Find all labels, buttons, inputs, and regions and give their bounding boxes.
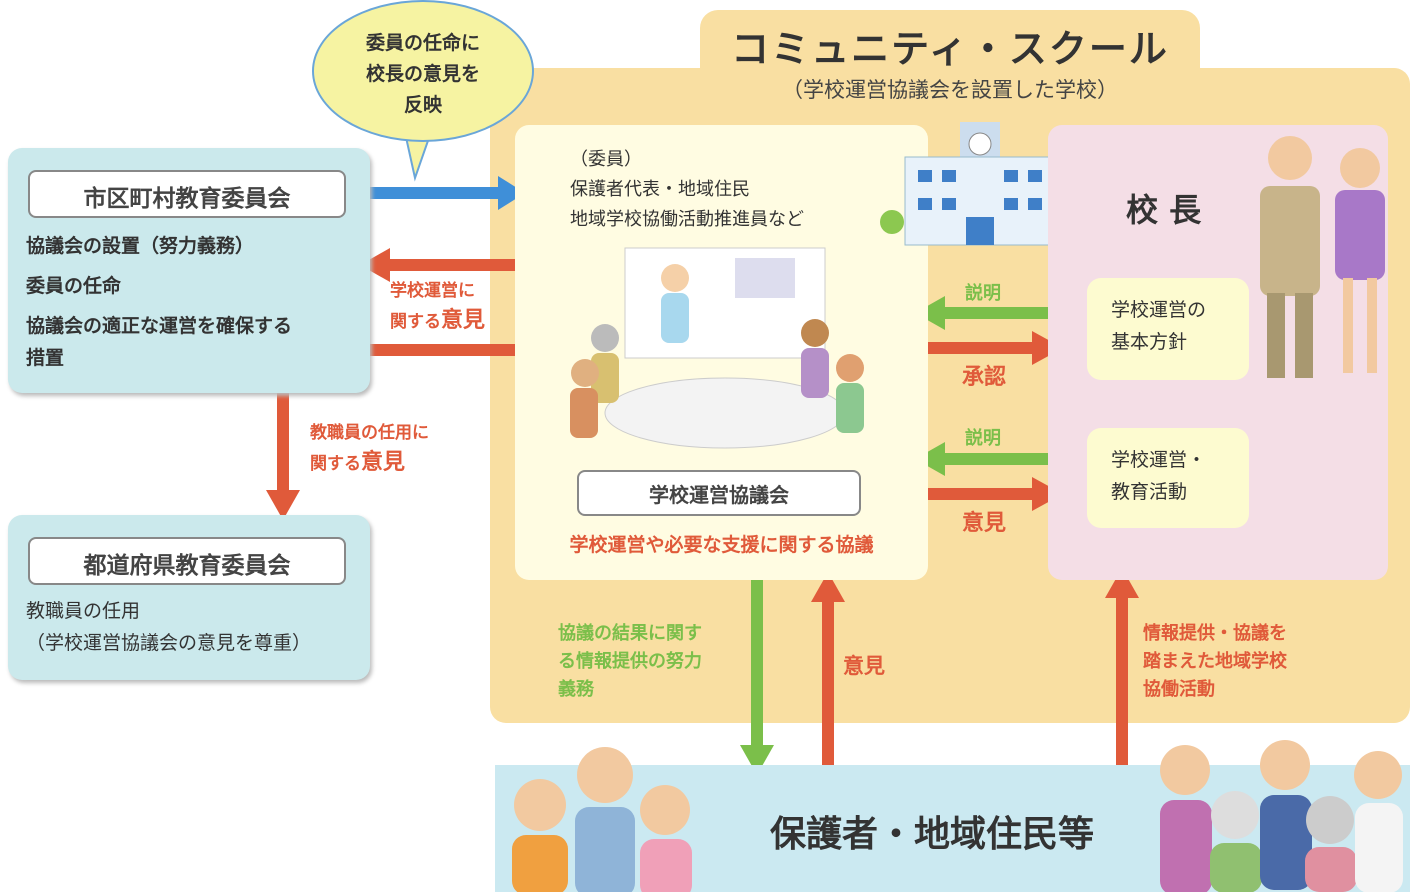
label-line: 踏まえた地域学校: [1143, 651, 1287, 672]
label-line: 義務: [558, 679, 594, 700]
meeting-illustration: [570, 247, 864, 449]
label-line: 情報提供・協議を: [1143, 623, 1287, 644]
label-emph: 意見: [361, 450, 406, 475]
prefectural-board-title: 都道府県教育委員会: [28, 537, 346, 585]
label-line: 学校運営に: [390, 281, 475, 301]
school-activity-box: 学校運営・ 教育活動: [1087, 428, 1249, 528]
prefectural-board-box: 都道府県教育委員会 教職員の任用 （学校運営協議会の意見を尊重）: [8, 515, 370, 680]
blue-arrow: [370, 176, 525, 210]
community-activity-label: 情報提供・協議を 踏まえた地域学校 協働活動: [1143, 620, 1287, 704]
council-role: 学校運営や必要な支援に関する協議: [569, 534, 874, 556]
box-line: 教育活動: [1111, 481, 1188, 503]
explain-label-1: 説明: [965, 283, 1001, 304]
principal-illustration: [1260, 136, 1385, 378]
explain-label-2: 説明: [965, 428, 1001, 449]
red-arrow-down: [266, 393, 300, 520]
opinion-staff-label: 教職員の任用に 関する意見: [310, 418, 429, 479]
opinion-label: 意見: [962, 511, 1007, 536]
community-label: 保護者・地域住民等: [770, 814, 1095, 855]
council-panel: （委員） 保護者代表・地域住民 地域学校協働活動推進員など 学校運営協議会 学校…: [515, 125, 928, 580]
label-line: 関する: [390, 312, 441, 332]
council-name: 学校運営協議会: [577, 470, 861, 516]
page-subtitle: （学校運営協議会を設置した学校）: [782, 78, 1118, 102]
member-item: 地域学校協働活動推進員など: [570, 209, 804, 230]
municipal-item: 措置: [26, 347, 65, 369]
residents-illustration: [1160, 740, 1403, 892]
page-title: コミュニティ・スクール: [731, 27, 1169, 71]
members-label: （委員）: [570, 149, 642, 170]
red-arrow-up-2: [1105, 568, 1139, 766]
red-arrow-to-municipal: [360, 248, 540, 282]
red-line: [370, 344, 540, 356]
municipal-item: 協議会の適正な運営を確保する: [26, 315, 293, 337]
parents-illustration: [512, 747, 692, 892]
label-line: 協働活動: [1143, 679, 1215, 700]
bubble-line: 校長の意見を: [365, 63, 480, 85]
basic-policy-box: 学校運営の 基本方針: [1087, 278, 1249, 380]
principal-panel: 校 長 学校運営の 基本方針 学校運営・ 教育活動: [1048, 125, 1388, 580]
label-line: 関する: [310, 454, 361, 474]
red-arrow-2: [903, 477, 1063, 511]
prefectural-item: 教職員の任用: [26, 600, 141, 622]
label-line: る情報提供の努力: [558, 651, 702, 672]
box-line: 学校運営の: [1111, 299, 1207, 321]
principal-label: 校 長: [1126, 191, 1202, 229]
municipal-item: 委員の任命: [26, 275, 122, 297]
box-line: 学校運営・: [1111, 449, 1207, 471]
red-arrow-up-1: [811, 572, 845, 765]
bubble-line: 反映: [403, 94, 442, 116]
school-building-icon: [880, 122, 1080, 246]
label-emph: 意見: [441, 308, 486, 333]
label-line: 協議の結果に関す: [558, 623, 702, 644]
municipal-item: 協議会の設置（努力義務）: [26, 235, 255, 257]
municipal-board-title: 市区町村教育委員会: [28, 170, 346, 218]
speech-bubble: 委員の任命に 校長の意見を 反映: [312, 0, 534, 142]
bubble-line: 委員の任命に: [365, 32, 480, 54]
opinion-up-label: 意見: [843, 654, 885, 678]
green-arrow-down: [740, 578, 774, 775]
municipal-board-box: 市区町村教育委員会 協議会の設置（努力義務） 委員の任命 協議会の適正な運営を確…: [8, 148, 370, 393]
label-line: 教職員の任用に: [310, 423, 429, 443]
prefectural-item: （学校運営協議会の意見を尊重）: [26, 632, 312, 654]
info-duty-label: 協議の結果に関す る情報提供の努力 義務: [558, 620, 702, 704]
member-item: 保護者代表・地域住民: [570, 179, 750, 200]
box-line: 基本方針: [1111, 331, 1188, 353]
opinion-school-label: 学校運営に 関する意見: [390, 276, 485, 337]
red-arrow-1: [903, 331, 1063, 365]
approve-label: 承認: [962, 365, 1007, 390]
